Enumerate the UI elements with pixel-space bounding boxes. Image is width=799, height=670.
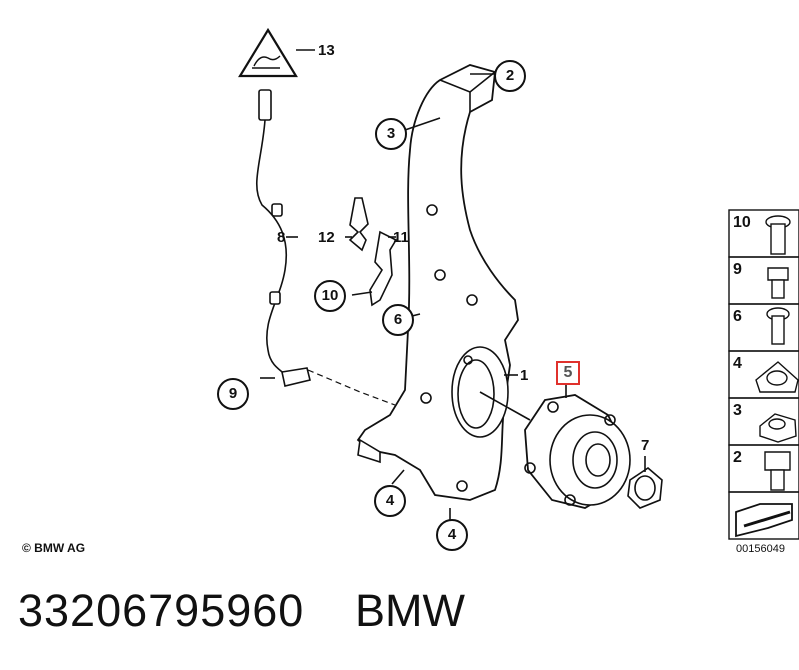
sensor-cable bbox=[255, 119, 291, 379]
callout-4a: 4 bbox=[374, 485, 406, 517]
callout-10: 10 bbox=[314, 280, 346, 312]
bracket-11 bbox=[369, 230, 398, 307]
callout-13: 13 bbox=[318, 42, 335, 59]
sensor-plug bbox=[258, 89, 272, 121]
callout-5-highlighted: 5 bbox=[556, 361, 580, 385]
callout-11: 11 bbox=[393, 229, 409, 246]
hub-nut bbox=[627, 456, 663, 509]
callout-8: 8 bbox=[277, 229, 286, 246]
legend-label-9: 9 bbox=[733, 261, 742, 278]
callout-7: 7 bbox=[641, 437, 650, 454]
callout-1: 1 bbox=[520, 367, 529, 384]
callout-12: 12 bbox=[318, 229, 335, 246]
callout-4b: 4 bbox=[436, 519, 468, 551]
wheel-hub bbox=[479, 380, 631, 509]
copyright-notice: © BMW AG bbox=[22, 541, 86, 555]
warning-triangle-icon bbox=[238, 27, 298, 78]
fastener-legend bbox=[728, 209, 799, 540]
part-number: 33206795960 bbox=[18, 585, 305, 636]
legend-label-4: 4 bbox=[733, 355, 742, 372]
document-number: 00156049 bbox=[736, 543, 785, 555]
bracket-12 bbox=[348, 197, 369, 252]
legend-label-6: 6 bbox=[733, 308, 742, 325]
callout-9: 9 bbox=[217, 378, 249, 410]
legend-label-10: 10 bbox=[733, 214, 751, 231]
legend-label-3: 3 bbox=[733, 402, 742, 419]
callout-3: 3 bbox=[375, 118, 407, 150]
callout-6: 6 bbox=[382, 304, 414, 336]
brand-name: BMW bbox=[355, 585, 465, 636]
callout-2: 2 bbox=[494, 60, 526, 92]
legend-label-2: 2 bbox=[733, 449, 742, 466]
